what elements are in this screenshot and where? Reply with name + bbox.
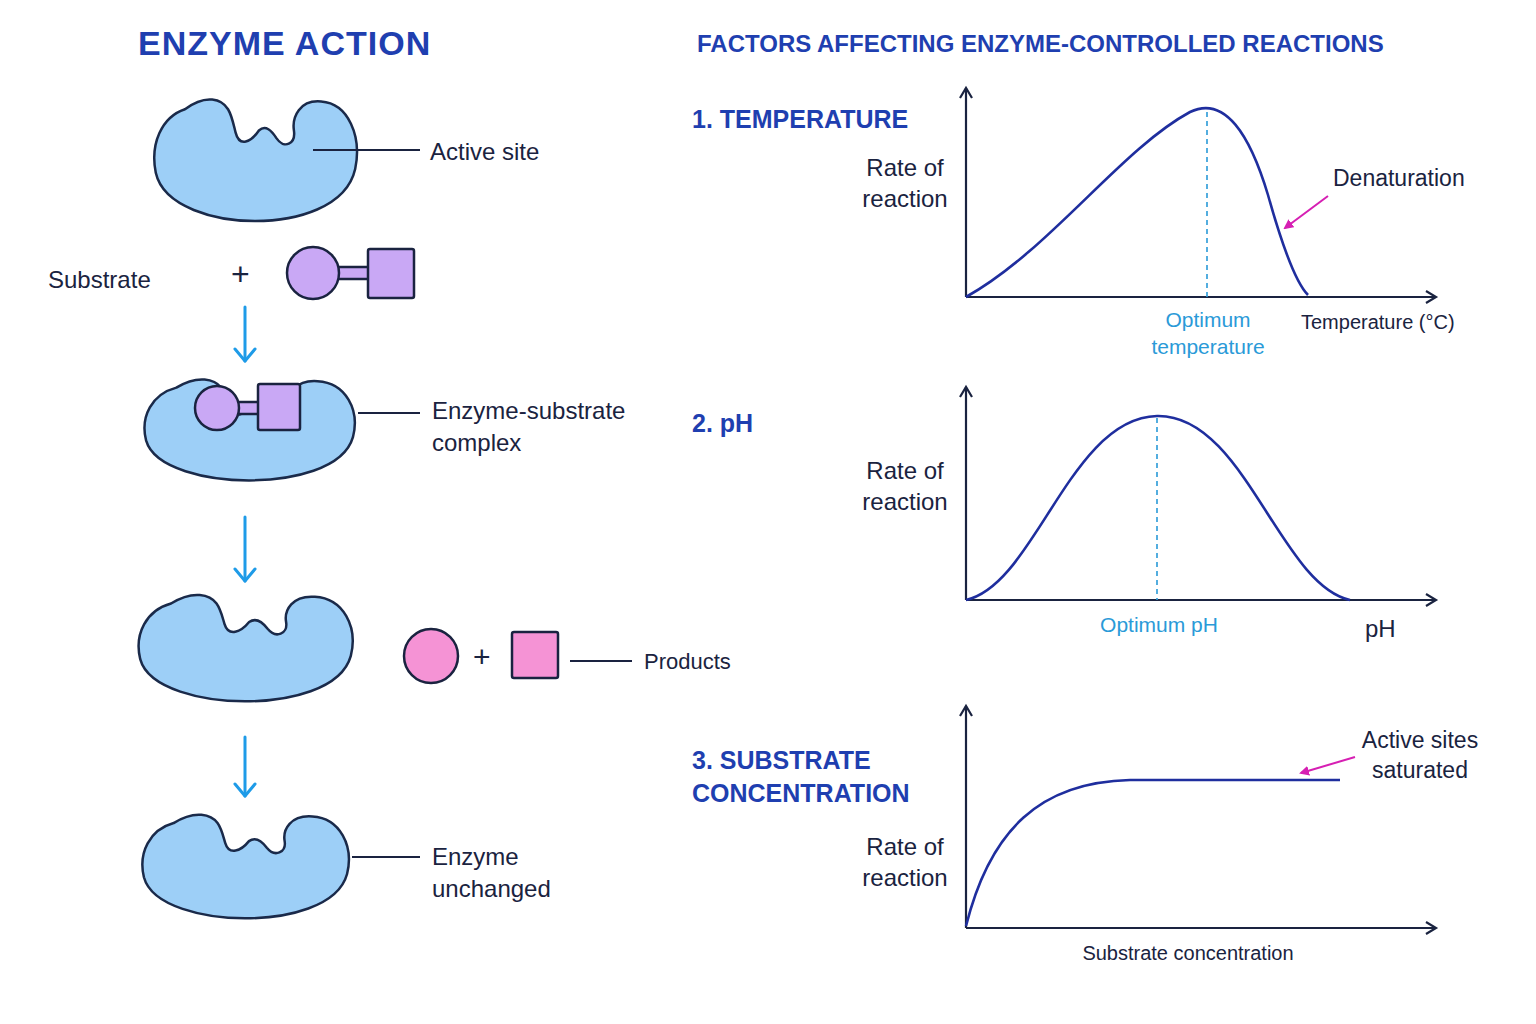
arrow-head	[235, 349, 255, 361]
axis-label: Rate of reaction	[845, 152, 965, 214]
axis-label: pH	[1365, 613, 1425, 644]
ph-graph	[966, 387, 1436, 600]
node-label: Enzyme-substrate complex	[432, 395, 657, 460]
plus-sign: +	[231, 254, 261, 296]
section-heading: FACTORS AFFECTING ENZYME-CONTROLLED REAC…	[697, 28, 1517, 59]
substrate-circle	[287, 247, 339, 299]
node-label: Products	[644, 647, 764, 677]
leader-lines	[313, 150, 632, 857]
rate-curve	[966, 780, 1340, 926]
node-label: Enzyme unchanged	[432, 841, 602, 906]
part-label: Substrate	[48, 264, 188, 295]
enzyme-shape	[148, 88, 362, 223]
enzyme-node: Enzyme unchanged	[130, 800, 570, 930]
arrow-shaft	[244, 307, 247, 361]
axis-label: Temperature (°C)	[1301, 309, 1501, 335]
enzyme-shape	[138, 370, 360, 482]
plus-sign: +	[473, 637, 503, 676]
enzyme-node: Active site	[140, 88, 570, 305]
enzyme-shape	[132, 585, 358, 703]
flow-arrow	[235, 517, 255, 581]
diagram-title: ENZYME ACTION	[138, 24, 431, 63]
leader-line	[570, 660, 632, 662]
enzyme-outline	[145, 379, 355, 480]
product-circle	[404, 629, 458, 683]
y-axis	[965, 387, 967, 600]
callout-label: Active sites saturated	[1345, 726, 1495, 786]
enzyme-node: Products	[128, 585, 740, 735]
x-axis	[966, 296, 1436, 298]
flow-arrow	[235, 307, 255, 361]
y-axis	[965, 706, 967, 928]
y-axis	[965, 88, 967, 297]
enzyme-outline	[142, 815, 348, 919]
optimum-line	[1206, 112, 1208, 297]
graph-heading: 2. pH	[692, 407, 812, 440]
callout-arrow	[1285, 196, 1328, 228]
axis-marker-label: Optimum temperature	[1133, 306, 1283, 361]
rate-curve	[966, 108, 1308, 297]
axis-marker-label: Optimum pH	[1079, 611, 1239, 638]
arrow-shaft	[244, 737, 247, 796]
enzyme-outline	[139, 595, 353, 701]
arrow-shaft	[244, 517, 247, 581]
axis-label: Rate of reaction	[845, 455, 965, 517]
substrate-square	[368, 249, 414, 298]
temperature-graph	[966, 88, 1436, 297]
leader-line	[352, 856, 420, 858]
node-label: Active site	[430, 136, 630, 168]
callout-arrow	[1301, 757, 1355, 773]
x-axis	[966, 927, 1436, 929]
arrow-head	[235, 784, 255, 796]
rate-curve	[966, 416, 1350, 600]
flow-arrow	[235, 737, 255, 796]
axis-label: Rate of reaction	[845, 831, 965, 893]
x-axis	[966, 599, 1436, 601]
callout-label: Denaturation	[1333, 164, 1513, 194]
substrate-molecule	[287, 247, 414, 299]
graph-heading: 1. TEMPERATURE	[692, 103, 932, 136]
leader-line	[358, 412, 420, 414]
product-square	[512, 632, 558, 678]
enzyme-shape	[136, 805, 354, 920]
optimum-line	[1156, 418, 1158, 600]
product-molecules	[404, 629, 558, 683]
substrate-bond	[334, 267, 370, 279]
axis-label: Substrate concentration	[1058, 940, 1318, 966]
enzyme-outline	[154, 99, 357, 221]
arrow-head	[235, 569, 255, 581]
enzyme-node: Enzyme-substrate complex	[130, 365, 660, 515]
graph-heading: 3. SUBSTRATE CONCENTRATION	[692, 744, 952, 809]
